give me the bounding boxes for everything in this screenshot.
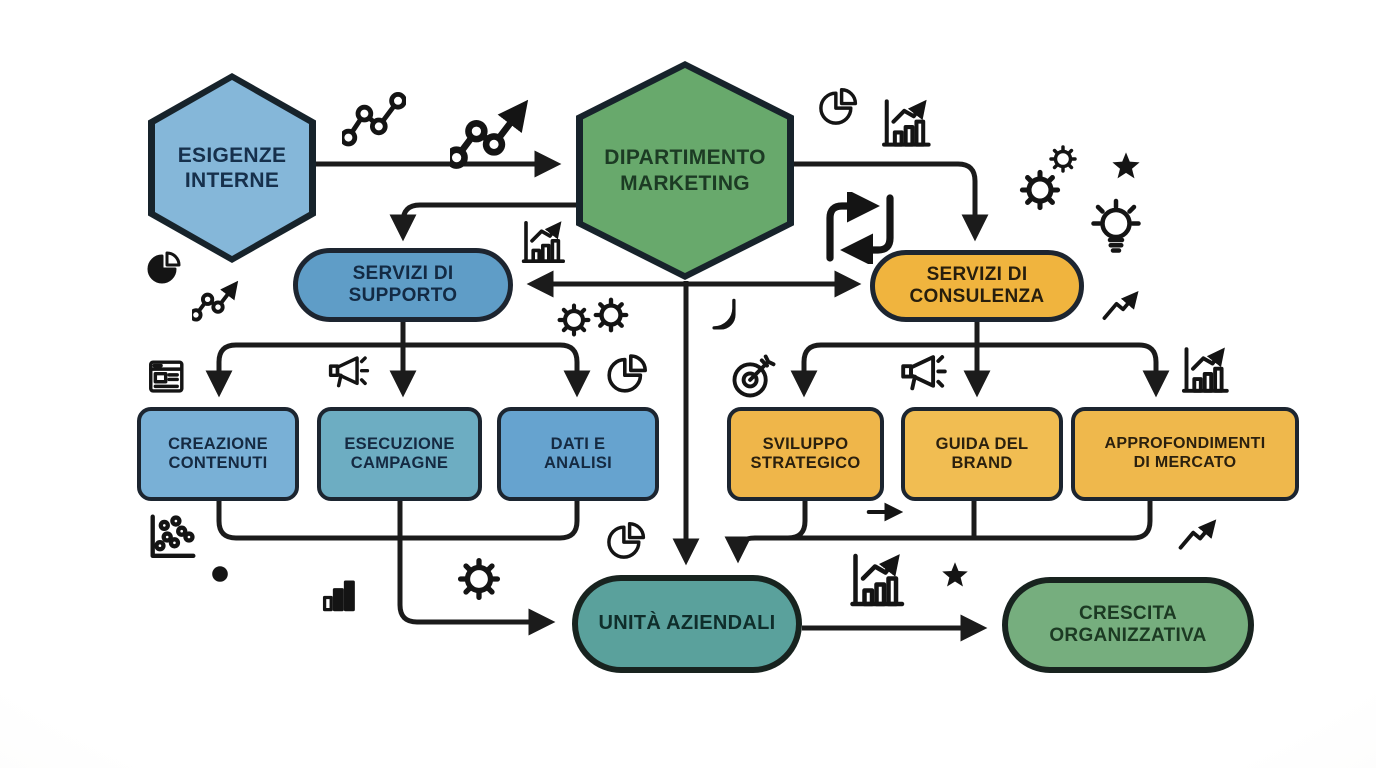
- bar-chart-trend-icon: [853, 556, 903, 604]
- node-sviluppo-strategico: SVILUPPO STRATEGICO: [727, 407, 884, 501]
- edge-dati-merge: [400, 501, 580, 541]
- gear-icon: [461, 561, 498, 598]
- star-icon: [1111, 151, 1141, 180]
- pie-chart-filled-icon: [147, 251, 181, 284]
- edge-marketing-to-consulenza: [791, 161, 989, 242]
- node-servizi-di-supporto: SERVIZI DI SUPPORTO: [293, 248, 513, 322]
- edge-marketing-to-supporto: [389, 202, 601, 242]
- edge-supporto-to-creazione: [205, 342, 403, 398]
- node-unita-aziendali: UNITÀ AZIENDALI: [572, 575, 802, 673]
- swap-arrows-icon: [830, 198, 890, 258]
- node-servizi-di-consulenza: SERVIZI DI CONSULENZA: [870, 250, 1084, 322]
- gear-icon: [596, 300, 626, 330]
- node-creazione-contenuti: CREAZIONE CONTENUTI: [137, 407, 299, 501]
- trend-arrow-icon: [1181, 524, 1213, 548]
- line-chart-arrow-small-icon: [191, 285, 235, 320]
- edge-creazione-merge: [216, 501, 400, 541]
- node-approfondimenti-di-mercato: APPROFONDIMENTI DI MERCATO: [1071, 407, 1299, 501]
- trend-arrow-icon: [1104, 295, 1135, 318]
- bar-chart-trend-icon: [524, 223, 564, 261]
- edge-consulenza-to-approfondimenti: [977, 342, 1170, 398]
- bar-chart-filled-icon: [322, 580, 355, 612]
- megaphone-icon: [901, 355, 947, 391]
- edge-consulenza-to-sviluppo: [790, 342, 977, 398]
- curve-arc-icon: [712, 298, 736, 330]
- edge-orangegroup-to-unita: [724, 535, 1133, 564]
- edge-supporto-to-dati: [403, 342, 591, 398]
- edge-approfondimenti-merge: [1132, 501, 1153, 541]
- newspaper-icon: [149, 360, 184, 393]
- pie-chart-icon: [607, 354, 648, 393]
- bar-chart-trend-icon: [884, 101, 929, 144]
- gear-large-icon: [1022, 172, 1057, 207]
- node-guida-del-brand: GUIDA DEL BRAND: [901, 407, 1063, 501]
- line-chart-arrow-icon: [449, 107, 523, 166]
- gear-small-icon: [1049, 145, 1077, 173]
- edge-bluegroup-to-unita: [397, 538, 556, 636]
- lightbulb-icon: [1094, 201, 1139, 251]
- bar-chart-trend-icon: [1184, 349, 1227, 391]
- node-dati-e-analisi: DATI E ANALISI: [497, 407, 659, 501]
- megaphone-icon: [328, 356, 370, 388]
- node-crescita-organizzativa: CRESCITA ORGANIZZATIVA: [1002, 577, 1254, 673]
- pie-chart-icon: [607, 522, 646, 559]
- node-esecuzione-campagne: ESECUZIONE CAMPAGNE: [317, 407, 482, 501]
- connector-edges: [205, 150, 1170, 642]
- pie-chart-icon: [819, 88, 858, 125]
- node-esigenze-interne-label: ESIGENZE INTERNE: [155, 80, 309, 256]
- star-icon: [941, 561, 969, 588]
- target-dart-icon: [732, 354, 776, 398]
- line-chart-dots-icon: [342, 94, 404, 144]
- node-dipartimento-marketing-label: DIPARTIMENTO MARKETING: [583, 68, 787, 273]
- dot-icon: [211, 565, 229, 583]
- edge-sviluppo-merge: [787, 501, 808, 541]
- scatter-plot-icon: [153, 517, 194, 556]
- gear-icon: [560, 306, 589, 335]
